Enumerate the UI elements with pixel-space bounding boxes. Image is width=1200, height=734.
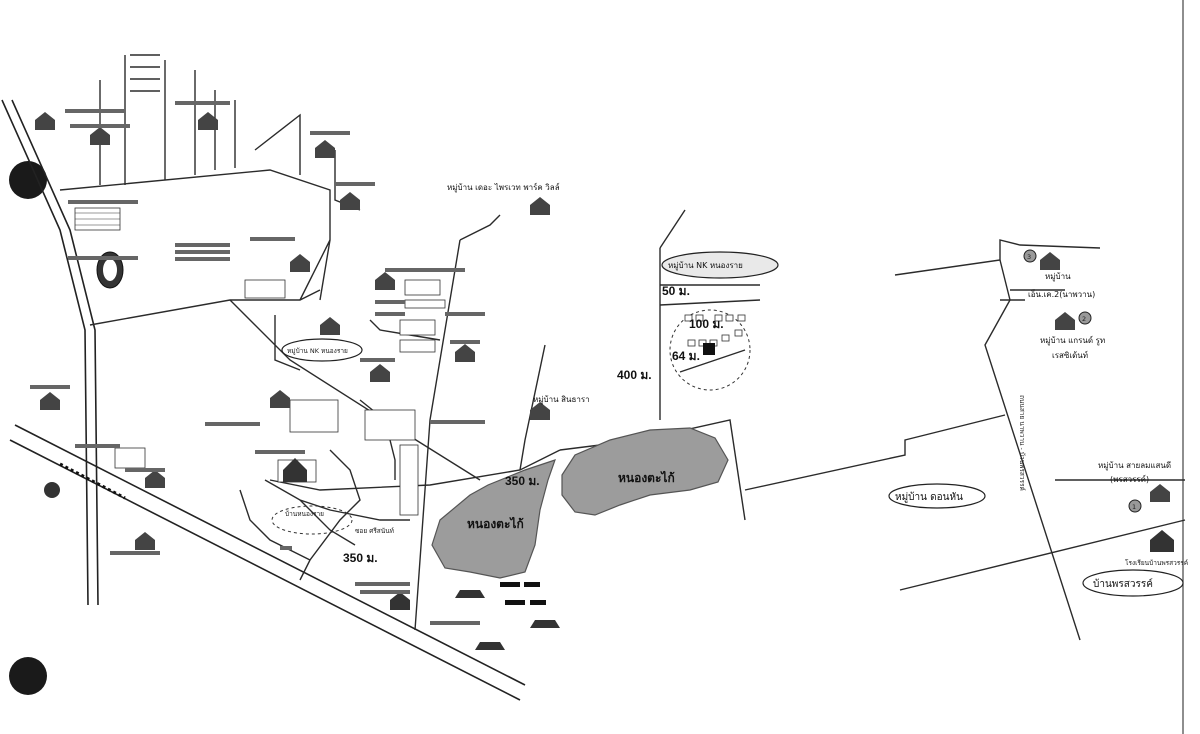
- house-icon: [340, 192, 360, 210]
- marker-3: [1023, 249, 1037, 263]
- camp-icon: [455, 590, 485, 598]
- house-icon: [315, 140, 335, 158]
- binder-hole-top: [9, 161, 47, 199]
- village-grand-route[interactable]: หมู่บ้าน แกรนด์ รูท: [1040, 335, 1105, 346]
- pond-label-right: หนองตะไก้: [618, 470, 675, 485]
- house-icon: [1150, 484, 1170, 502]
- camp-icon: [530, 620, 560, 628]
- distance-400m: 400 ม.: [617, 368, 652, 382]
- pond-label-left: หนองตะไก้: [467, 516, 524, 531]
- house-icon: [198, 112, 218, 130]
- soi-si-sanan-label: ซอย ศรีสนันท์: [355, 527, 394, 535]
- marker-2: [1078, 311, 1092, 325]
- nk-label-left[interactable]: หมู่บ้าน NK หนองราย: [287, 347, 348, 355]
- house-icon: [1055, 312, 1075, 330]
- school-phon-sawan[interactable]: โรงเรียนบ้านพรสวรรค์: [1125, 559, 1188, 567]
- phon-sawan-ellipse: [1082, 569, 1184, 597]
- nk-label-ellipse-left: [281, 338, 363, 362]
- village-sai-lom-sub: (พรสวรรค์): [1110, 474, 1149, 484]
- marker-1: [1128, 499, 1142, 513]
- road-network-right: [894, 239, 1186, 641]
- village-private-park[interactable]: หมู่บ้าน เดอะ ไพรเวท พาร์ค วิลล์: [447, 182, 560, 193]
- camp-icon: [475, 642, 505, 650]
- don-han-label[interactable]: หมู่บ้าน ดอนหัน: [895, 491, 963, 503]
- pond-left: [431, 459, 556, 579]
- temple-icon: [283, 458, 307, 482]
- house-icon: [270, 390, 290, 408]
- distance-50m: 50 ม.: [662, 284, 690, 298]
- house-icon: [320, 317, 340, 335]
- village-nc2[interactable]: หมู่บ้าน: [1045, 272, 1071, 282]
- house-icon: [135, 532, 155, 550]
- marker-1-label: 1: [1132, 503, 1136, 511]
- nk-label-top[interactable]: หมู่บ้าน NK หนองราย: [668, 261, 743, 271]
- house-icon: [145, 470, 165, 488]
- small-place-labels: [30, 101, 485, 625]
- house-icon: [455, 344, 475, 362]
- house-icon: [375, 272, 395, 290]
- marker-2-label: 2: [1082, 315, 1086, 323]
- distance-100m: 100 ม.: [689, 317, 724, 331]
- house-icon: [370, 364, 390, 382]
- binder-hole-bottom: [9, 657, 47, 695]
- house-icon: [530, 197, 550, 215]
- don-han-ellipse: [888, 483, 986, 509]
- nk-label-ellipse-top: [661, 251, 779, 279]
- school-icon: [390, 592, 410, 610]
- ban-nong-rai-circle: [271, 505, 353, 535]
- hospital-icon: [44, 482, 60, 498]
- house-icon: [40, 392, 60, 410]
- school-icon: [1150, 530, 1174, 552]
- distance-64m: 64 ม.: [672, 349, 700, 363]
- marker-3-label: 3: [1027, 253, 1031, 261]
- village-icons: [35, 112, 1174, 650]
- distance-350m-road: 350 ม.: [343, 551, 378, 565]
- distance-350m-pond: 350 ม.: [505, 474, 540, 488]
- house-icon: [35, 112, 55, 130]
- house-icon: [1040, 252, 1060, 270]
- pond-right: [561, 427, 729, 516]
- village-sinthara[interactable]: หมู่บ้าน สินธารา: [533, 395, 590, 405]
- village-sai-lom[interactable]: หมู่บ้าน สายลมแสนดี: [1098, 461, 1171, 471]
- village-grand-route-sub: เรสซิเด้นท์: [1052, 350, 1088, 360]
- road-label-napwan: ถนนสาย นาพวาน - บ้านพรสวรรค์: [1018, 395, 1026, 491]
- house-icon: [530, 402, 550, 420]
- house-icon: [290, 254, 310, 272]
- nk-village-area: [659, 209, 761, 420]
- house-icon: [90, 127, 110, 145]
- phon-sawan-label[interactable]: บ้านพรสวรรค์: [1093, 578, 1153, 590]
- ban-nong-rai-label[interactable]: บ้านหนองราย: [285, 510, 324, 518]
- village-nc2-sub: เอ็น.เค.2(นาพวาน): [1028, 289, 1095, 299]
